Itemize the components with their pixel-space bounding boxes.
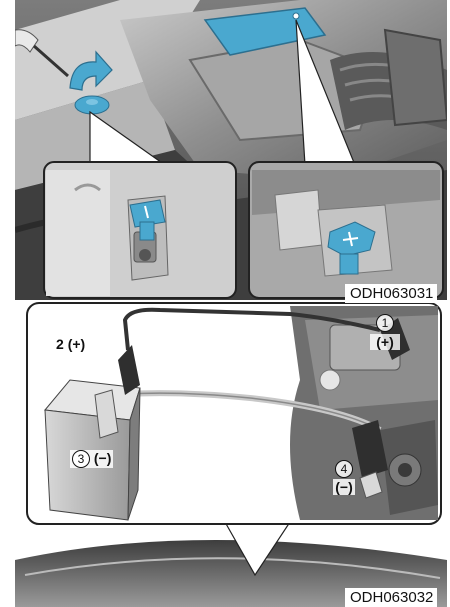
callout-3-negative-booster: 3 (−) <box>70 450 113 468</box>
figure-code-top: ODH063031 <box>345 284 437 303</box>
inset-left-bolt <box>44 162 236 298</box>
callout-sign: (−) <box>333 479 355 495</box>
callout-number: 4 <box>335 460 353 478</box>
callout-number: 2 <box>56 336 64 352</box>
callout-1-positive-vehicle: 1 (+) <box>370 314 400 350</box>
callout-sign: (−) <box>94 450 112 466</box>
callout-number: 1 <box>376 314 394 332</box>
callout-sign: (+) <box>68 336 86 352</box>
figure-code-bottom: ODH063032 <box>345 588 437 607</box>
callout-4-negative-ground: 4 (−) <box>333 460 355 495</box>
inset-right-bolt <box>249 162 443 298</box>
callout-number: 3 <box>72 450 90 468</box>
callout-sign: (+) <box>370 334 400 350</box>
callout-2-positive-booster: 2 (+) <box>56 336 85 352</box>
